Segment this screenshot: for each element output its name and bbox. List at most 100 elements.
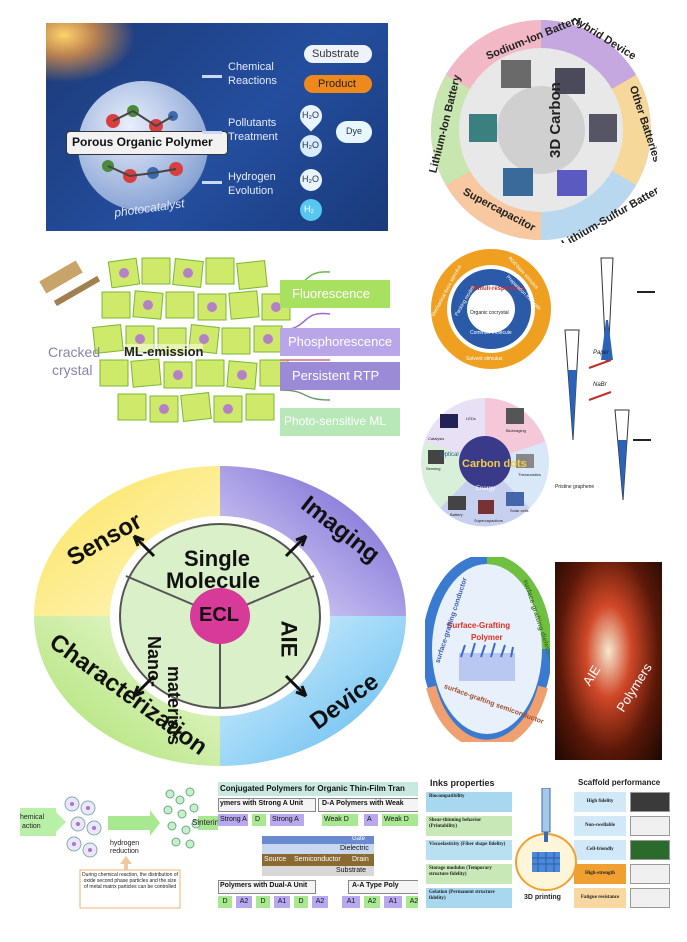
panel-surface-grafting: Surface-Grafting Polymer surface-graftin…: [425, 557, 550, 742]
arrow-1: [202, 75, 222, 78]
scaffold-property: Cell-friendly: [574, 840, 672, 860]
substrate-label: Substrate: [336, 867, 366, 874]
dielectric-label: Dielectric: [340, 845, 369, 852]
scaffold-property: High-strength: [574, 864, 672, 884]
row2-block: D: [256, 896, 270, 908]
scaffold-label: High fidelity: [574, 792, 626, 812]
ml-emission-label: ML-emission: [124, 344, 204, 359]
supercap-label: Supercapacitors: [474, 518, 503, 523]
optical-label: Optical: [440, 452, 459, 458]
panel-carbon-dots: Carbon dots LEDs Catalysis Sensing Batte…: [420, 388, 550, 536]
scaffold-image: [630, 792, 670, 812]
scaffold-label: Cell-friendly: [574, 840, 626, 860]
cracked-label: Cracked: [48, 344, 101, 360]
hydrogen-label: hydrogen: [110, 840, 140, 847]
ink-property: Viscoelasticity (Fiber shape fidelity): [426, 840, 512, 860]
note-box: During chemical reaction, the distributi…: [82, 872, 178, 890]
nabr-label: NaBr: [593, 382, 607, 388]
panel-aie-polymers: AIE Polymers: [555, 562, 662, 760]
ink-property: Shear-thinning behavior (Printability): [426, 816, 512, 836]
scaffold-image: [630, 840, 670, 860]
sgp-label-2: Polymer: [471, 633, 503, 642]
h1-text: ymers with Strong A Unit: [220, 800, 304, 807]
paper-label: Paper: [593, 350, 610, 356]
drain-label: Drain: [352, 856, 369, 863]
product-box: [304, 75, 372, 93]
row2-block: A2: [406, 896, 418, 908]
row1-text-5: Weak D: [384, 816, 409, 823]
pristine-label: Pristine graphene: [555, 484, 595, 490]
h4-text: A-A Type Poly: [352, 882, 399, 889]
center-label: Porous Organic Polymer: [72, 135, 213, 149]
chemical-label: hemical: [20, 814, 45, 821]
aie-label: AIE: [276, 620, 302, 658]
row2-block: D: [218, 896, 232, 908]
row1-text-3: Weak D: [324, 816, 349, 823]
h2-text: D-A Polymers with Weak: [322, 800, 404, 807]
row3-label1: Hydrogen: [228, 171, 276, 183]
row2-label1: Pollutants: [228, 117, 277, 129]
common-label: Common molecule: [470, 330, 512, 336]
row1-block-0: [218, 814, 248, 826]
drop-3: [300, 169, 322, 191]
drop-3-label: H₂O: [302, 174, 319, 184]
h2-drop: [300, 199, 322, 221]
gate-layer: [262, 836, 374, 844]
ink-property: Gelation (Permanent structure fidelity): [426, 888, 512, 908]
row1-block-2: [270, 814, 304, 826]
nano-label: Nano-: [144, 636, 164, 687]
h2-box: [318, 798, 418, 812]
row2-block: A1: [384, 896, 402, 908]
row1-text-0: Strong A: [220, 816, 247, 823]
scaffold-property: Non-swellable: [574, 816, 672, 836]
dye-drop: [336, 121, 372, 143]
panel-porous-organic-polymer: Porous Organic Polymer photocatalyst Che…: [46, 23, 388, 231]
solar-label: Solar cells: [510, 508, 529, 513]
semi-layer: [262, 854, 374, 866]
aie-text: AIE: [579, 662, 604, 689]
scaffold-label: High-strength: [574, 864, 626, 884]
row1-label1: Chemical: [228, 61, 274, 73]
scaffold-label: Fatigue resistance: [574, 888, 626, 908]
h3-box: [218, 880, 316, 894]
bioimaging-label: Bioimaging: [506, 428, 526, 433]
drop-2-label: H₂O: [302, 140, 319, 150]
h4-box: [348, 880, 418, 894]
sintering-label: Sinterin: [192, 818, 218, 827]
panel-3d-printing: Inks properties Scaffold performance Bio…: [426, 776, 672, 916]
center-label-box: [66, 131, 228, 155]
gate-label: Gate: [352, 836, 366, 842]
source-label: Source: [264, 856, 287, 863]
row1-text-4: A: [367, 816, 372, 823]
arrow-3: [202, 181, 222, 184]
photo-sensitive-label: Photo-sensitive ML: [284, 414, 387, 428]
row1-text-1: D: [255, 816, 261, 823]
h1-box: [218, 798, 316, 812]
theranostics-label: Theranostics: [518, 472, 541, 477]
row2-block: A2: [236, 896, 252, 908]
phosphorescence-label: Phosphorescence: [288, 334, 393, 349]
fluorescence-label: Fluorescence: [292, 286, 371, 301]
scaffold-property: Fatigue resistance: [574, 888, 672, 908]
row1-text-2: Strong A: [272, 816, 299, 823]
substrate-label: Substrate: [312, 48, 360, 60]
single-label: Single: [184, 546, 251, 571]
reduction-label: reduction: [110, 848, 139, 855]
battery-label: Battery: [450, 512, 463, 517]
inks-title: Inks properties: [430, 778, 495, 788]
persistent-rtp-label: Persistent RTP: [292, 368, 380, 383]
scaffold-image: [630, 888, 670, 908]
leds-label: LEDs: [466, 416, 476, 421]
panel-conjugated-polymers: Conjugated Polymers for Organic Thin-Fil…: [218, 782, 418, 912]
dye-label: Dye: [346, 126, 363, 136]
row2-block: D: [294, 896, 308, 908]
scaffold-label: Non-swellable: [574, 816, 626, 836]
energy-label: Energy: [476, 486, 496, 492]
catalysis-label: Catalysis: [428, 436, 445, 441]
semi-label: Semiconductor: [294, 856, 341, 863]
photo-sensitive-box: [280, 408, 400, 436]
ink-property: Biocompatibility: [426, 792, 512, 812]
scaffold-title: Scaffold performance: [578, 778, 661, 787]
